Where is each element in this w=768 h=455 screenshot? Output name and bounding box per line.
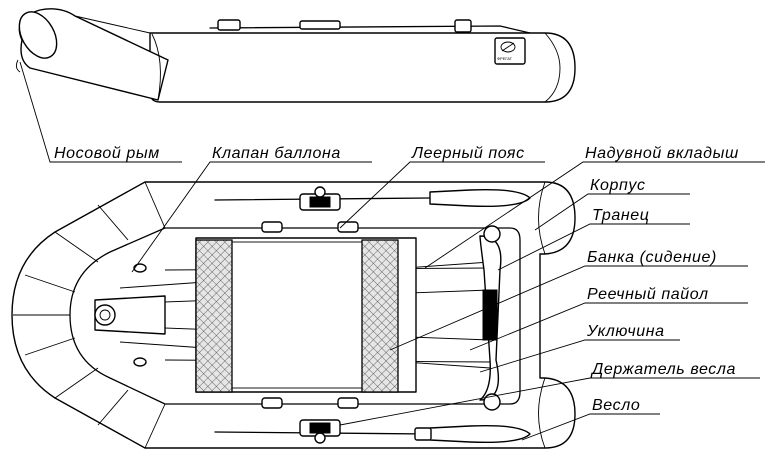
callout-labels: Носовой рым Клапан баллона Леерный пояс … bbox=[54, 145, 739, 414]
oar-bottom bbox=[214, 419, 531, 444]
label-oar-holder: Держатель весла bbox=[590, 361, 736, 378]
boat-top-view bbox=[11, 181, 576, 449]
seat-front bbox=[195, 239, 233, 393]
label-hull: Корпус bbox=[590, 177, 646, 194]
label-nose-ring: Носовой рым bbox=[54, 145, 160, 162]
label-oarlock: Уключина bbox=[586, 323, 665, 340]
label-inflatable-insert: Надувной вкладыш bbox=[585, 145, 739, 162]
logo-text: ФРЕГАТ bbox=[497, 56, 513, 61]
seat-rear bbox=[361, 239, 399, 393]
label-transom: Транец bbox=[592, 207, 650, 224]
label-seat: Банка (сидение) bbox=[587, 249, 717, 266]
label-lifeline: Леерный пояс bbox=[411, 145, 525, 162]
label-oar: Весло bbox=[592, 397, 640, 414]
boat-side-view: ФРЕГАТ bbox=[15, 8, 576, 103]
leader-lines bbox=[19, 61, 765, 441]
oar-top bbox=[214, 186, 531, 211]
label-slatted-floor: Реечный пайол bbox=[587, 286, 709, 303]
logo-icon: ФРЕГАТ bbox=[494, 37, 526, 65]
label-tube-valve: Клапан баллона bbox=[212, 145, 341, 162]
